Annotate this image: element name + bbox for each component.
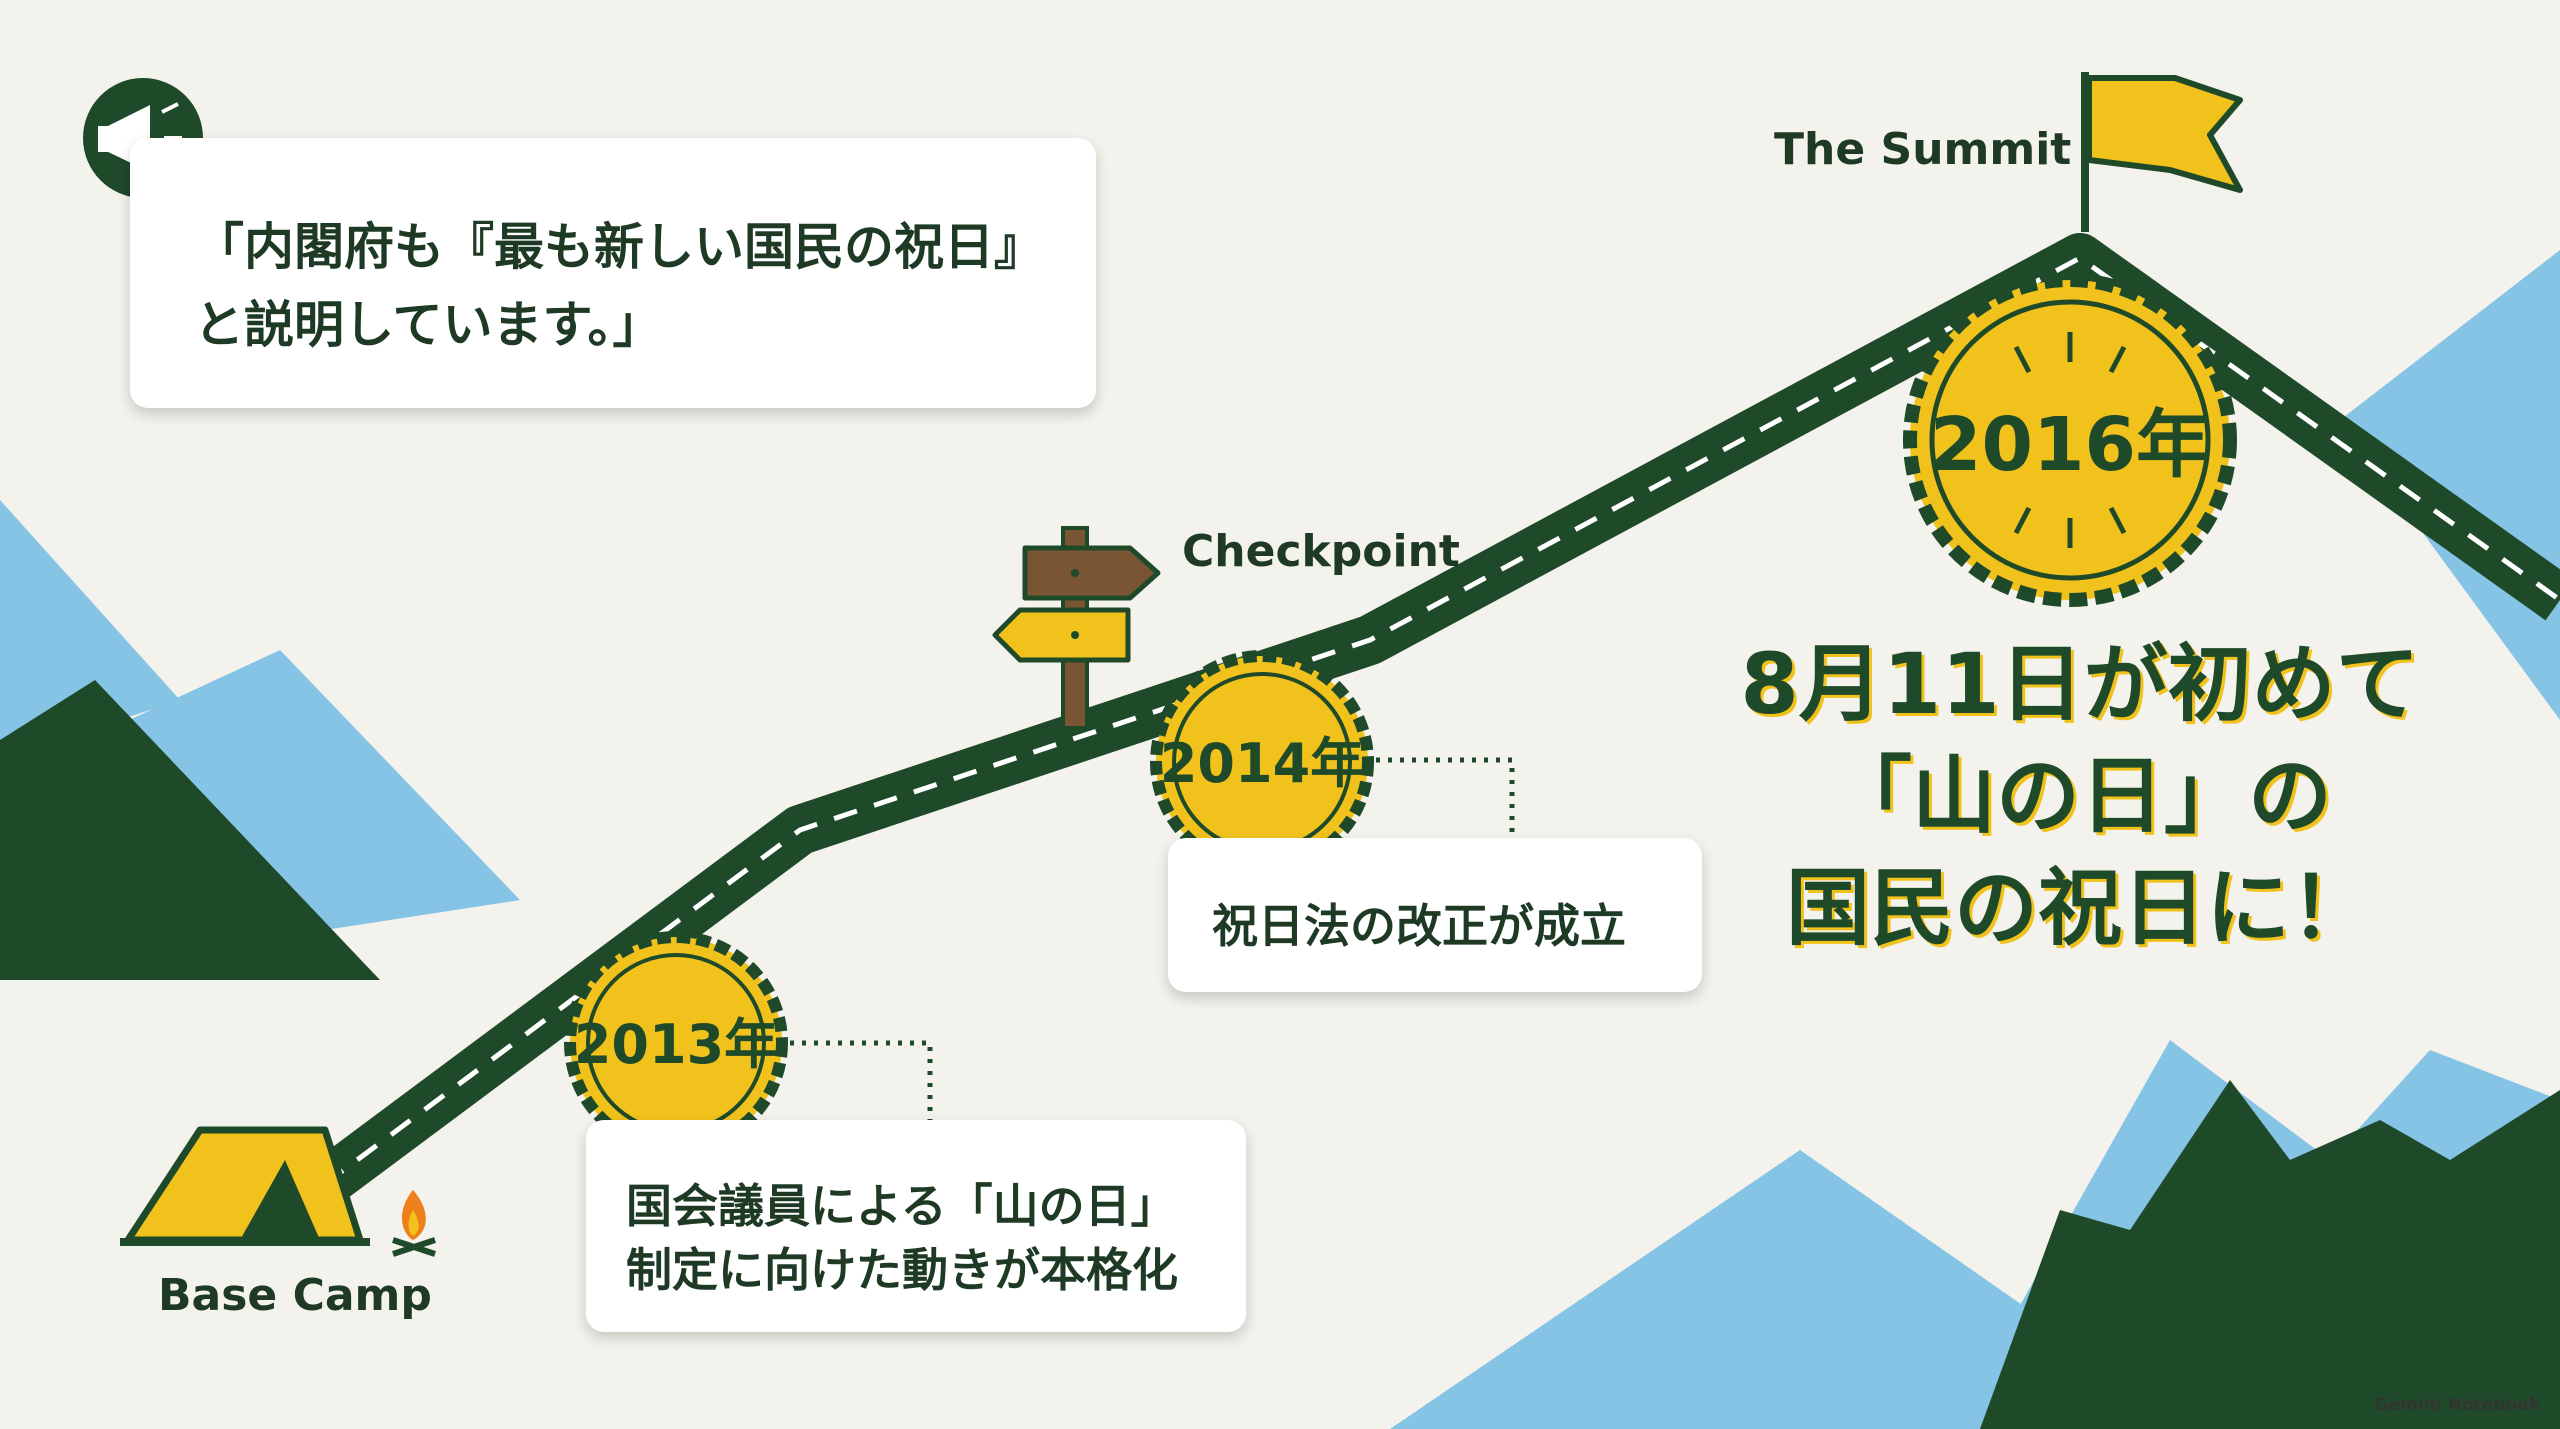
milestone-2013-line-1: 国会議員による「山の日」	[626, 1179, 1177, 1233]
badge-2014-year: 2014年	[1160, 732, 1364, 795]
tent-icon	[120, 1126, 370, 1246]
connector-2014	[1376, 757, 1515, 838]
mountain-bottom-green	[1980, 1080, 2560, 1429]
quote-line-2: と説明しています。」	[194, 296, 663, 354]
connector-2013	[790, 1040, 933, 1120]
signpost-icon	[992, 526, 1161, 730]
quote-line-1: 「内閣府も『最も新しい国民の祝日』	[194, 218, 1044, 276]
mountain-left-blue-back	[0, 500, 180, 760]
badge-2013: 2013年	[564, 931, 788, 1155]
checkpoint-label: Checkpoint	[1182, 526, 1460, 577]
mountain-left-green	[0, 680, 380, 980]
headline-line-1: 8月11日が初めて	[1740, 635, 2420, 733]
mountain-right-blue-upper	[2340, 250, 2560, 720]
campfire-icon	[392, 1190, 436, 1257]
headline: 8月11日が初めて 「山の日」の 国民の祝日に！	[1670, 628, 2490, 964]
quote-card: 「内閣府も『最も新しい国民の祝日』 と説明しています。」	[130, 138, 1096, 408]
milestone-card-2014: 祝日法の改正が成立	[1168, 838, 1702, 992]
badge-2016-year: 2016年	[1930, 402, 2210, 488]
headline-line-3: 国民の祝日に！	[1785, 859, 2374, 957]
badge-2014: 2014年	[1150, 650, 1374, 874]
watermark: Gemini Notebook	[2374, 1395, 2540, 1415]
base-camp-label: Base Camp	[158, 1270, 432, 1321]
headline-line-2: 「山の日」の	[1827, 747, 2332, 845]
badge-2016: 2016年	[1903, 273, 2237, 607]
summit-label: The Summit	[1774, 124, 2072, 175]
milestone-2014-text: 祝日法の改正が成立	[1212, 899, 1626, 953]
badge-2013-year: 2013年	[574, 1013, 778, 1076]
milestone-2013-line-2: 制定に向けた動きが本格化	[626, 1243, 1178, 1297]
flag-icon	[2081, 72, 2243, 232]
milestone-card-2013: 国会議員による「山の日」 制定に向けた動きが本格化	[586, 1120, 1246, 1332]
